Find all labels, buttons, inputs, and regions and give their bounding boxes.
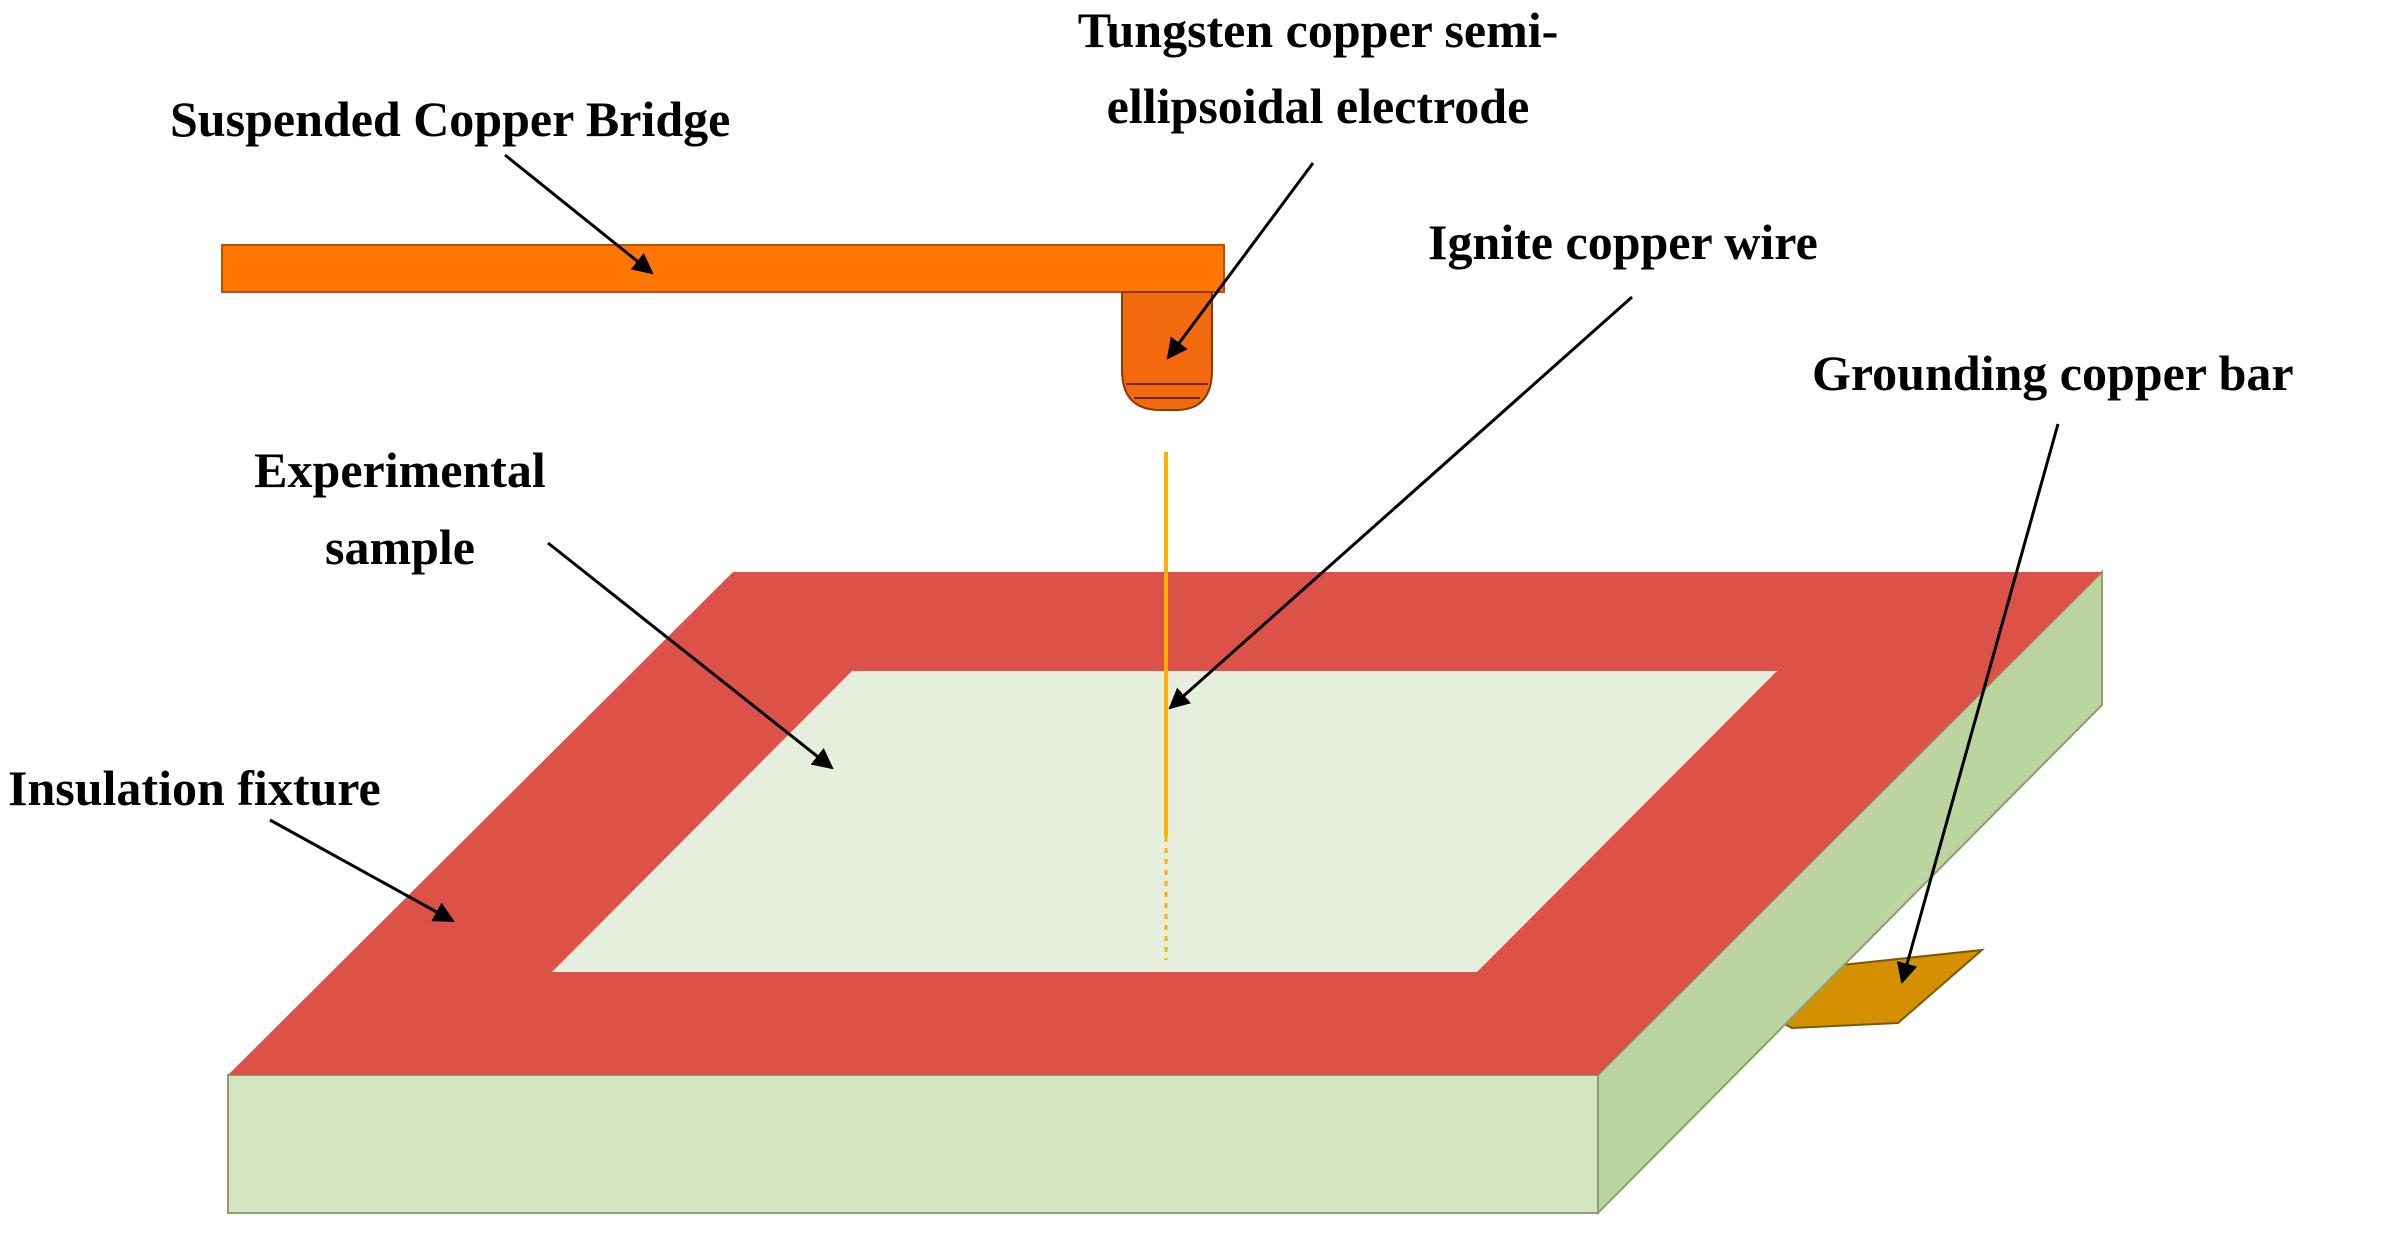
arrow-experimental-sample [547,541,834,770]
label-experimental-sample-line2: sample [325,519,475,575]
label-electrode-line1: Tungsten copper semi- [1077,2,1559,58]
label-insulation-fixture: Insulation fixture [8,760,381,816]
arrow-grounding-bar [1896,423,2060,985]
arrow-electrode [1166,162,1315,360]
label-experimental-sample-line1: Experimental [254,442,546,498]
label-electrode-line2: ellipsoidal electrode [1106,78,1530,134]
arrow-insulation-fixture [269,818,455,923]
suspended-copper-bridge [221,244,1225,293]
label-ignite-copper-wire: Ignite copper wire [1428,214,1818,270]
arrow-suspended-bridge [504,153,654,275]
fixture-right-face [1597,569,2103,1216]
arrow-ignite-wire [1168,295,1633,710]
label-suspended-copper-bridge: Suspended Copper Bridge [170,91,731,147]
fixture-front-face [227,1074,1599,1214]
label-grounding-copper-bar: Grounding copper bar [1812,345,2294,401]
tungsten-copper-electrode [1121,291,1213,411]
